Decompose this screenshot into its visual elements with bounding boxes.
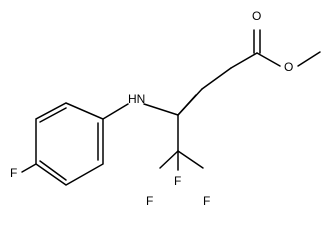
aryl-ring-outline [35, 102, 104, 186]
atom-ester-oxygen: O [284, 60, 293, 74]
atom-cf3-f-left: F [146, 194, 153, 208]
atom-cf3-f-right: F [203, 194, 210, 208]
bond-aryl-to-f [21, 163, 37, 173]
atom-cf3-f-top: F [174, 174, 181, 188]
bond-nh-to-aryl [102, 103, 129, 120]
ester-group [230, 29, 321, 69]
atom-carbonyl-oxygen: O [252, 9, 261, 23]
aryl-ring-inner-bond-2 [39, 160, 67, 181]
bond-cf3-to-f-left [159, 150, 179, 169]
structure-canvas: O O HN F F F F [10, 9, 321, 208]
bond-alkene-c-c-double-b [177, 94, 197, 116]
bond-ch2-to-alkene-ch [201, 67, 232, 90]
atom-aryl-fluorine: F [10, 166, 17, 180]
bond-alkene-c-to-nh [143, 103, 179, 116]
bond-cf3-to-f-right [177, 150, 204, 169]
benzene-ring [21, 102, 104, 186]
alkene-chain [143, 67, 232, 152]
molecule-structure: O O HN F F F F [10, 9, 321, 208]
cf3-group [159, 150, 204, 171]
bond-ester-o-to-methyl [297, 51, 321, 67]
aryl-ring-inner-bond-3 [39, 107, 67, 123]
bond-carbonyl-to-ch2 [230, 52, 258, 69]
atom-amine-nh: HN [128, 92, 145, 106]
bond-carbonyl-to-ester-o [256, 52, 281, 67]
